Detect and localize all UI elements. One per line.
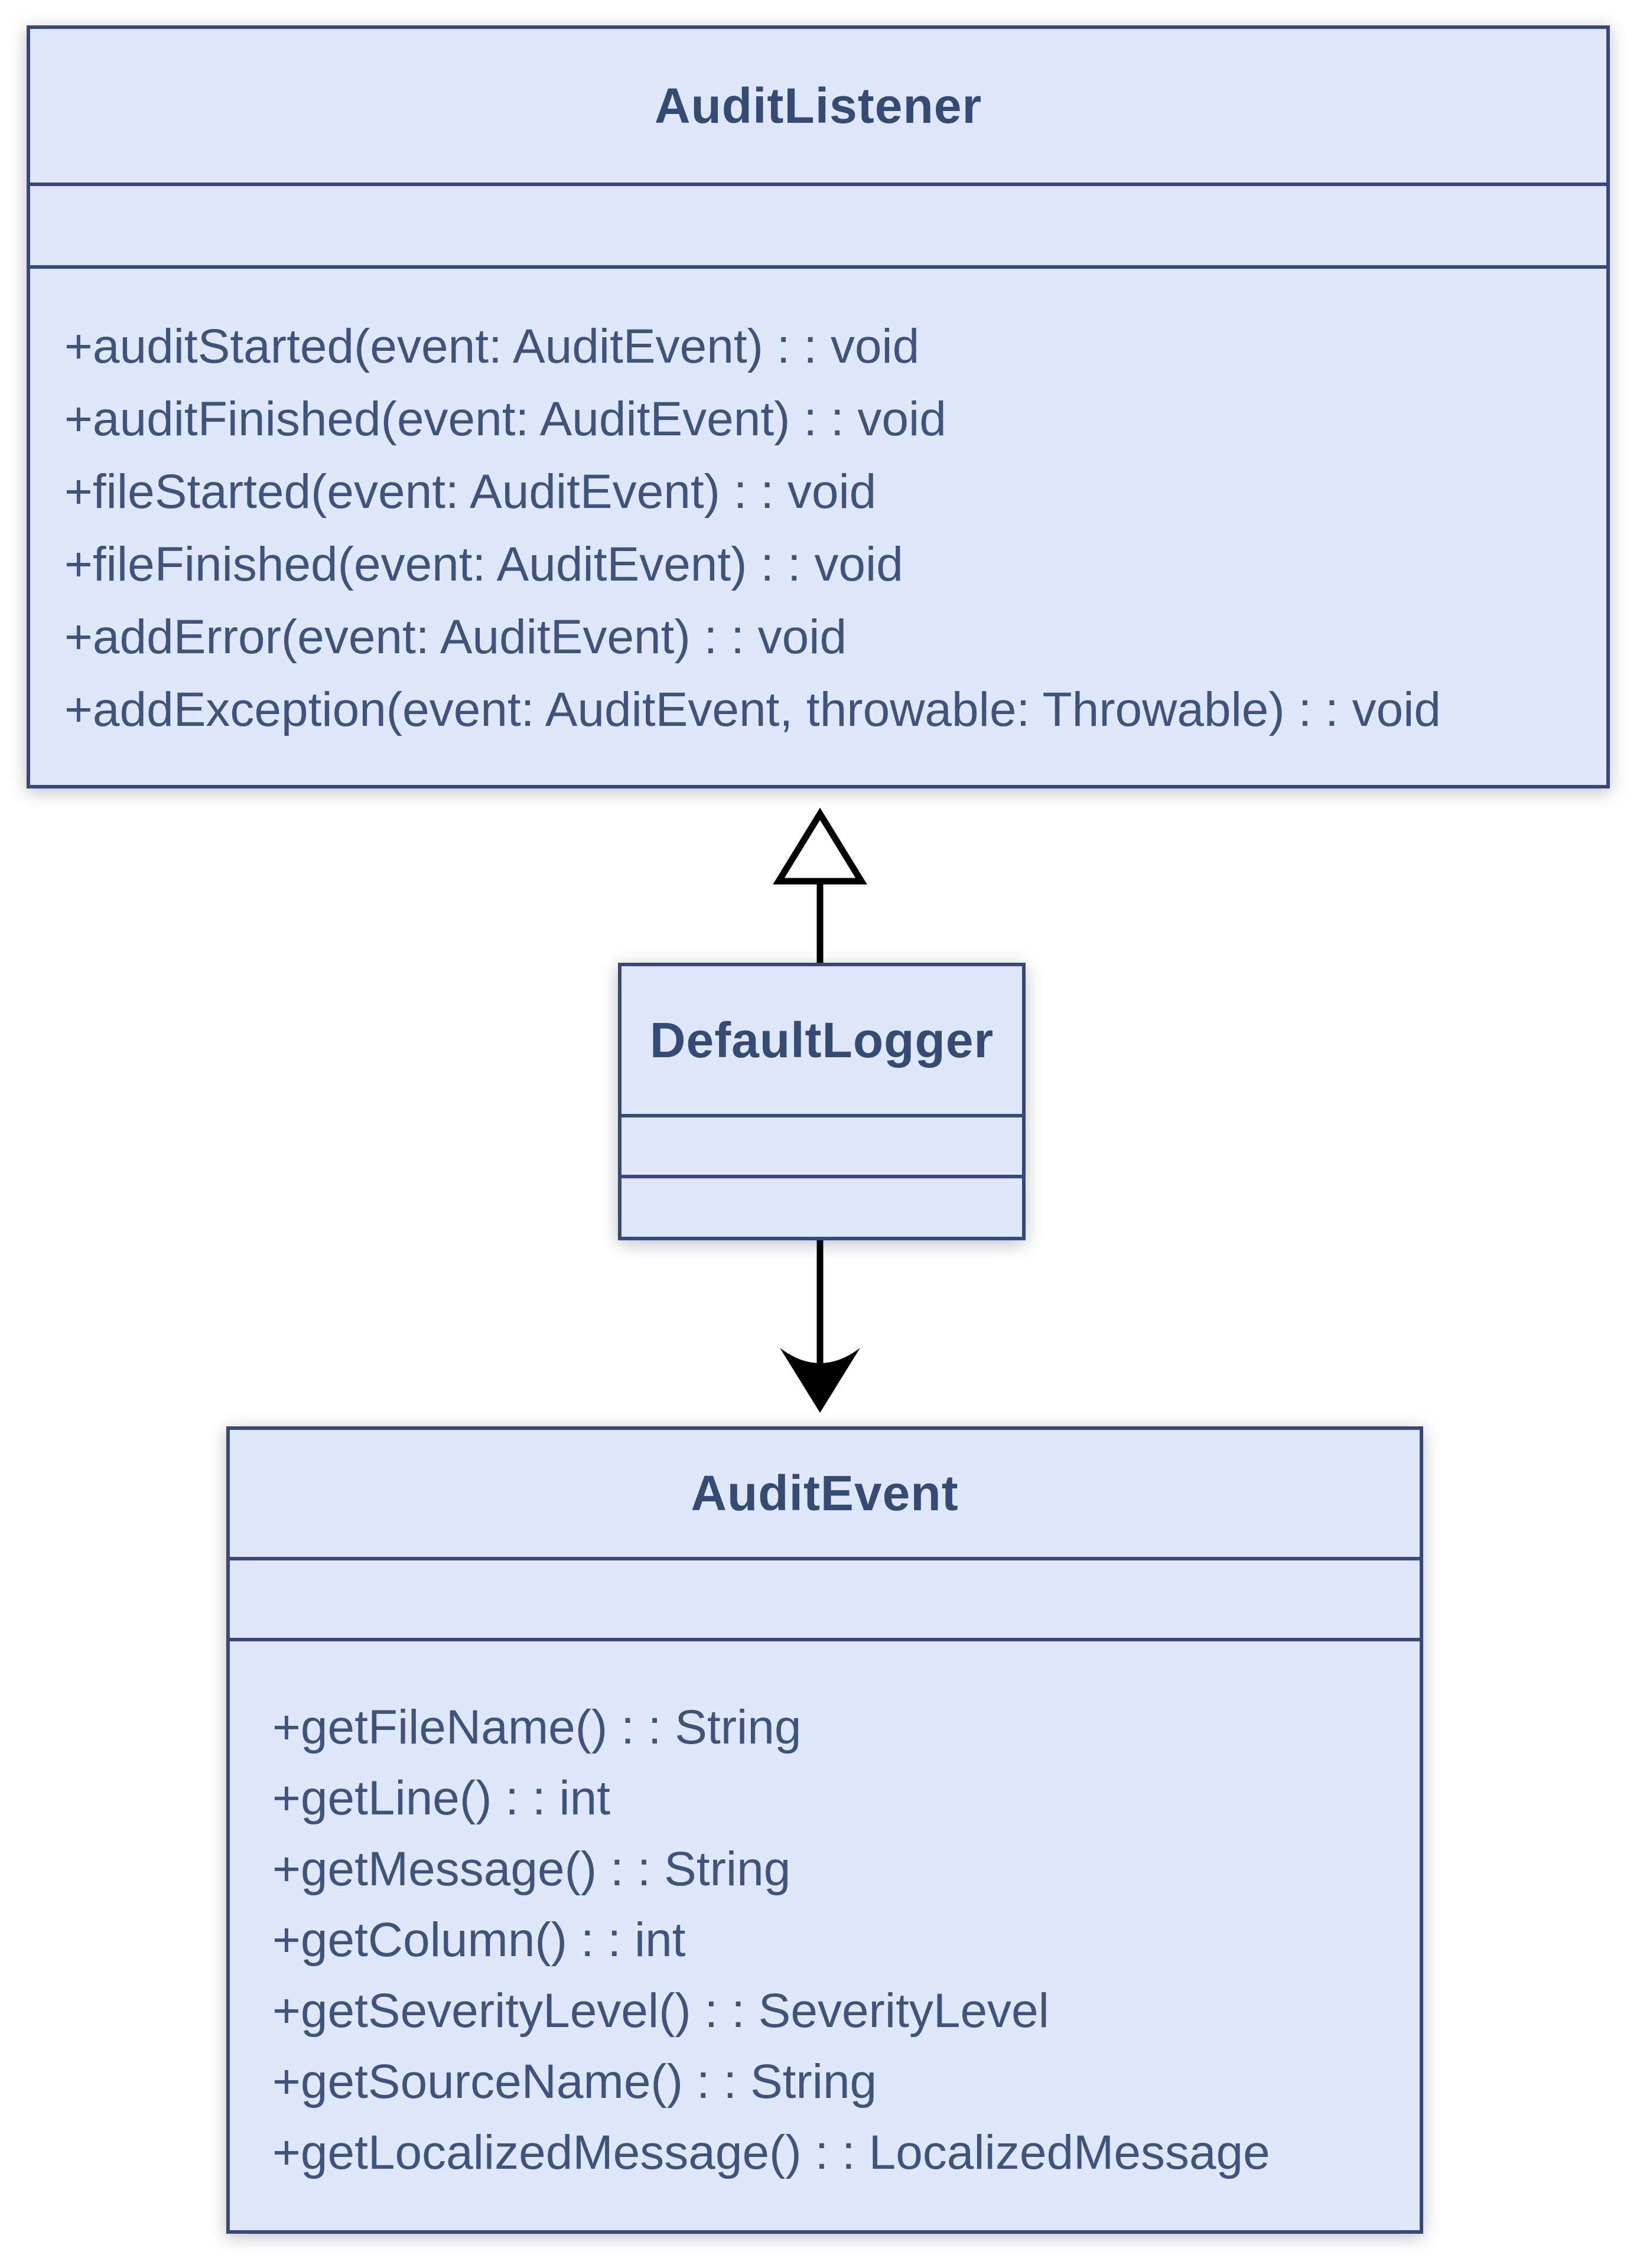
class-title-defaultlogger: DefaultLogger: [649, 1012, 994, 1068]
method-text: +getSourceName() : : String: [272, 2055, 877, 2109]
method-text: +auditFinished(event: AuditEvent) : : vo…: [64, 392, 946, 446]
method-text: +getLine() : : int: [272, 1771, 611, 1825]
methods-compartment-auditevent: +getFileName() : : String +getLine() : : …: [230, 1638, 1420, 2230]
method-text: +fileStarted(event: AuditEvent) : : void: [64, 465, 877, 519]
class-title-auditlistener: AuditListener: [654, 77, 982, 133]
attributes-compartment-defaultlogger: [621, 1114, 1022, 1175]
method-text: +auditStarted(event: AuditEvent) : : voi…: [64, 320, 920, 373]
class-box-auditevent[interactable]: AuditEvent +getFileName() : : String+get…: [226, 1426, 1423, 2234]
class-box-auditlistener[interactable]: AuditListener +auditStarted(event: Audit…: [27, 25, 1610, 788]
class-box-defaultlogger[interactable]: DefaultLogger: [618, 963, 1026, 1240]
method-text: +getColumn() : : int: [272, 1913, 686, 1967]
attributes-compartment-auditlistener: [30, 183, 1606, 265]
method-text: +addException(event: AuditEvent, throwab…: [64, 683, 1441, 737]
attributes-compartment-auditevent: [230, 1557, 1420, 1638]
method-text: +addError(event: AuditEvent) : : void: [64, 610, 847, 664]
generalization-hollow-triangle-arrowhead: [773, 807, 867, 885]
methods-compartment-defaultlogger: [621, 1175, 1022, 1237]
method-text: +getFileName() : : String: [272, 1700, 802, 1754]
method-text: +fileFinished(event: AuditEvent) : : voi…: [64, 537, 903, 591]
method-text: +getSeverityLevel() : : SeverityLevel: [272, 1984, 1049, 2038]
method-text: +getLocalizedMessage() : : LocalizedMess…: [272, 2126, 1270, 2179]
method-text: +getMessage() : : String: [272, 1842, 791, 1896]
methods-compartment-auditlistener: +auditStarted(event: AuditEvent) : : voi…: [30, 265, 1606, 785]
association-filled-arrowhead: [780, 1348, 860, 1413]
class-title-auditevent: AuditEvent: [691, 1465, 959, 1521]
